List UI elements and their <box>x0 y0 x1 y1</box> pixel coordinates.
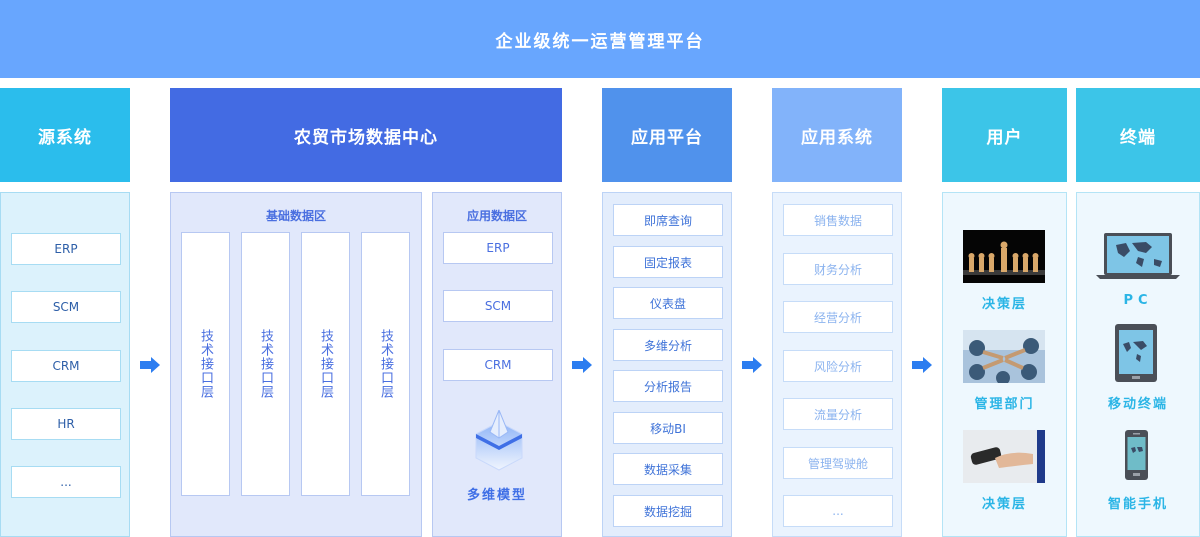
interface-layer: 技术接口层 <box>361 232 410 496</box>
user-label: 决策层 <box>981 497 1027 512</box>
app-zone-item: ERP <box>443 232 553 264</box>
platform-item[interactable]: 移动BI <box>613 412 723 444</box>
interface-layer: 技术接口层 <box>241 232 290 496</box>
platform-item[interactable]: 数据挖掘 <box>613 495 723 527</box>
model-label: 多维模型 <box>466 488 527 503</box>
system-item[interactable]: 经营分析 <box>783 301 893 333</box>
platform-item[interactable]: 固定报表 <box>613 246 723 278</box>
terminal-label: 智能手机 <box>1107 497 1168 512</box>
header-app-platform: 应用平台 <box>602 88 732 182</box>
terminal-label: PC <box>1123 293 1153 308</box>
app-zone-item: CRM <box>443 349 553 381</box>
system-item[interactable]: 管理驾驶舱 <box>783 447 893 479</box>
system-item[interactable]: 流量分析 <box>783 398 893 430</box>
system-item[interactable]: 风险分析 <box>783 350 893 382</box>
handheld-device-image <box>963 430 1045 483</box>
header-datacenter: 农贸市场数据中心 <box>170 88 562 182</box>
app-zone-item: SCM <box>443 290 553 322</box>
platform-item[interactable]: 仪表盘 <box>613 287 723 319</box>
terminal-label: 移动终端 <box>1107 397 1168 412</box>
source-item: SCM <box>11 291 121 323</box>
base-zone-title: 基础数据区 <box>265 209 326 223</box>
header-users: 用户 <box>942 88 1067 182</box>
smartphone-icon <box>1125 430 1148 480</box>
header-source: 源系统 <box>0 88 130 182</box>
team-image <box>963 330 1045 383</box>
source-item: ERP <box>11 233 121 265</box>
app-zone-title: 应用数据区 <box>466 209 527 223</box>
source-item: CRM <box>11 350 121 382</box>
system-item[interactable]: ... <box>783 495 893 527</box>
source-item: ... <box>11 466 121 498</box>
source-column: ERP SCM CRM HR ... <box>0 192 130 537</box>
platform-item[interactable]: 分析报告 <box>613 370 723 402</box>
chess-image <box>963 230 1045 283</box>
arrow-right-icon <box>742 357 762 373</box>
source-item: HR <box>11 408 121 440</box>
system-item[interactable]: 销售数据 <box>783 204 893 236</box>
arrow-right-icon <box>572 357 592 373</box>
platform-item[interactable]: 数据采集 <box>613 453 723 485</box>
tablet-icon <box>1115 324 1157 382</box>
arrow-right-icon <box>140 357 160 373</box>
system-column: 销售数据 财务分析 经营分析 风险分析 流量分析 管理驾驶舱 ... <box>772 192 902 537</box>
page-title: 企业级统一运营管理平台 <box>0 0 1200 78</box>
user-label: 决策层 <box>981 297 1027 312</box>
system-item[interactable]: 财务分析 <box>783 253 893 285</box>
interface-layer: 技术接口层 <box>181 232 230 496</box>
arrow-right-icon <box>912 357 932 373</box>
users-column: 决策层 管理部门 决策层 <box>942 192 1067 537</box>
platform-column: 即席查询 固定报表 仪表盘 多维分析 分析报告 移动BI 数据采集 数据挖掘 <box>602 192 732 537</box>
laptop-icon <box>1096 233 1180 279</box>
header-app-system: 应用系统 <box>772 88 902 182</box>
cube-model-icon <box>475 410 523 471</box>
platform-item[interactable]: 多维分析 <box>613 329 723 361</box>
terminals-column: PC 移动终端 智能手机 <box>1076 192 1200 537</box>
platform-item[interactable]: 即席查询 <box>613 204 723 236</box>
header-terminals: 终端 <box>1076 88 1200 182</box>
interface-layer: 技术接口层 <box>301 232 350 496</box>
user-label: 管理部门 <box>974 397 1035 412</box>
